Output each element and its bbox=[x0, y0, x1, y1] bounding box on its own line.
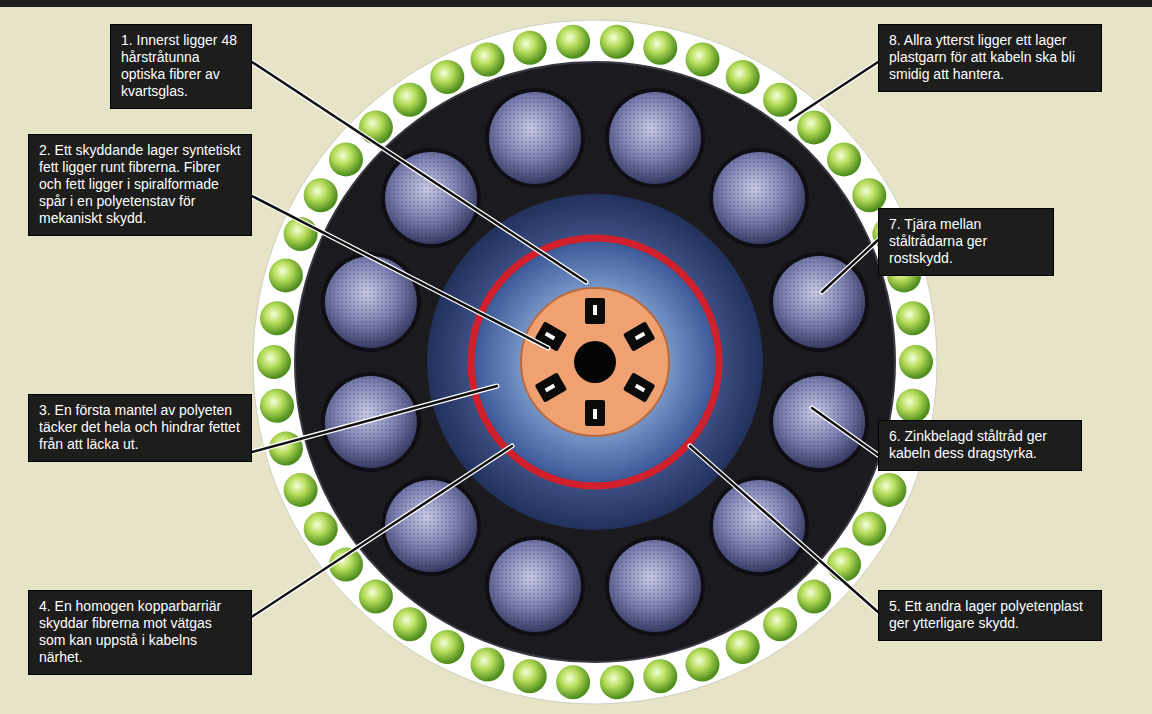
yarn-strand bbox=[393, 607, 427, 641]
yarn-strand bbox=[304, 512, 338, 546]
yarn-strand bbox=[896, 389, 930, 423]
yarn-strand bbox=[643, 659, 677, 693]
wire-texture bbox=[325, 256, 417, 348]
yarn-strand bbox=[556, 25, 590, 59]
yarn-strand bbox=[257, 345, 291, 379]
fibre-groove bbox=[535, 321, 568, 351]
yarn-strand bbox=[359, 110, 393, 144]
yarn-strand bbox=[899, 345, 933, 379]
yarn-strand bbox=[260, 301, 294, 335]
yarn-strand bbox=[827, 142, 861, 176]
wire-shadow bbox=[709, 148, 809, 248]
callout-text: 2. Ett skyddande lager syntetiskt fett l… bbox=[39, 142, 242, 227]
callout-box: 1. Innerst ligger 48 hårstråtunna optisk… bbox=[110, 24, 252, 109]
yarn-strand bbox=[471, 43, 505, 77]
steel-wire bbox=[609, 92, 701, 184]
callout-text: 3. En första mantel av polyeten täcker d… bbox=[39, 402, 242, 453]
yarn-strand bbox=[513, 659, 547, 693]
callout-box: 5. Ett andra lager polyetenplast ger ytt… bbox=[878, 590, 1102, 641]
wire-texture bbox=[385, 480, 477, 572]
yarn-strand bbox=[763, 83, 797, 117]
wire-shadow bbox=[381, 148, 481, 248]
wire-texture bbox=[773, 376, 865, 468]
fibre-groove bbox=[585, 400, 605, 426]
yarn-strand bbox=[600, 665, 634, 699]
steel-wire bbox=[609, 540, 701, 632]
yarn-strand bbox=[643, 31, 677, 65]
wire-texture bbox=[713, 480, 805, 572]
wire-texture bbox=[385, 152, 477, 244]
yarn-strand bbox=[896, 301, 930, 335]
yarn-strand bbox=[269, 258, 303, 292]
yarn-strand bbox=[284, 473, 318, 507]
yarn-strand bbox=[260, 389, 294, 423]
steel-wire bbox=[385, 480, 477, 572]
steel-wire bbox=[325, 256, 417, 348]
callout-box: 8. Allra ytterst ligger ett lager plastg… bbox=[878, 24, 1102, 92]
steel-wire bbox=[713, 152, 805, 244]
callout-box: 7. Tjära mellan ståltrådarna ger rostsky… bbox=[878, 208, 1054, 276]
steel-wire bbox=[489, 540, 581, 632]
wire-shadow bbox=[485, 536, 585, 636]
steel-wire bbox=[489, 92, 581, 184]
yarn-strand bbox=[726, 630, 760, 664]
steel-wire bbox=[713, 480, 805, 572]
callout-text: 7. Tjära mellan ståltrådarna ger rostsky… bbox=[889, 216, 1044, 267]
yarn-strand bbox=[797, 580, 831, 614]
steel-wire bbox=[773, 256, 865, 348]
steel-wire bbox=[773, 376, 865, 468]
yarn-strand bbox=[763, 607, 797, 641]
wire-texture bbox=[489, 540, 581, 632]
callout-box: 6. Zinkbelagd ståltråd ger kabeln dess d… bbox=[878, 420, 1082, 471]
yarn-strand bbox=[686, 648, 720, 682]
steel-wire bbox=[385, 152, 477, 244]
yarn-strand bbox=[600, 25, 634, 59]
yarn-strand bbox=[556, 665, 590, 699]
yarn-strand bbox=[430, 630, 464, 664]
fibre-groove bbox=[535, 372, 568, 402]
yarn-strand bbox=[359, 580, 393, 614]
yarn-strand bbox=[827, 548, 861, 582]
callout-text: 1. Innerst ligger 48 hårstråtunna optisk… bbox=[121, 32, 242, 100]
fibre-groove bbox=[623, 321, 656, 351]
wire-shadow bbox=[769, 252, 869, 352]
yarn-strand bbox=[686, 43, 720, 77]
wire-shadow bbox=[769, 372, 869, 472]
yarn-strand bbox=[329, 142, 363, 176]
wire-texture bbox=[489, 92, 581, 184]
callout-text: 5. Ett andra lager polyetenplast ger ytt… bbox=[889, 598, 1092, 632]
callout-box: 4. En homogen kopparbarriär skyddar fibr… bbox=[28, 590, 252, 675]
yarn-strand bbox=[393, 83, 427, 117]
yarn-strand bbox=[471, 648, 505, 682]
callout-box: 3. En första mantel av polyeten täcker d… bbox=[28, 394, 252, 462]
wire-shadow bbox=[605, 88, 705, 188]
wire-shadow bbox=[605, 536, 705, 636]
fibre-groove bbox=[585, 298, 605, 324]
yarn-strand bbox=[726, 60, 760, 94]
callout-text: 8. Allra ytterst ligger ett lager plastg… bbox=[889, 32, 1092, 83]
fibre-groove bbox=[623, 372, 656, 402]
wire-texture bbox=[609, 540, 701, 632]
callout-box: 2. Ett skyddande lager syntetiskt fett l… bbox=[28, 134, 252, 236]
yarn-strand bbox=[872, 473, 906, 507]
wire-texture bbox=[713, 152, 805, 244]
yarn-strand bbox=[304, 178, 338, 212]
yarn-strand bbox=[430, 60, 464, 94]
wire-shadow bbox=[485, 88, 585, 188]
wire-shadow bbox=[381, 476, 481, 576]
wire-shadow bbox=[321, 252, 421, 352]
yarn-strand bbox=[852, 512, 886, 546]
yarn-strand bbox=[513, 31, 547, 65]
wire-texture bbox=[609, 92, 701, 184]
wire-texture bbox=[773, 256, 865, 348]
callout-text: 6. Zinkbelagd ståltråd ger kabeln dess d… bbox=[889, 428, 1072, 462]
callout-text: 4. En homogen kopparbarriär skyddar fibr… bbox=[39, 598, 242, 666]
wire-shadow bbox=[709, 476, 809, 576]
yarn-strand bbox=[797, 110, 831, 144]
